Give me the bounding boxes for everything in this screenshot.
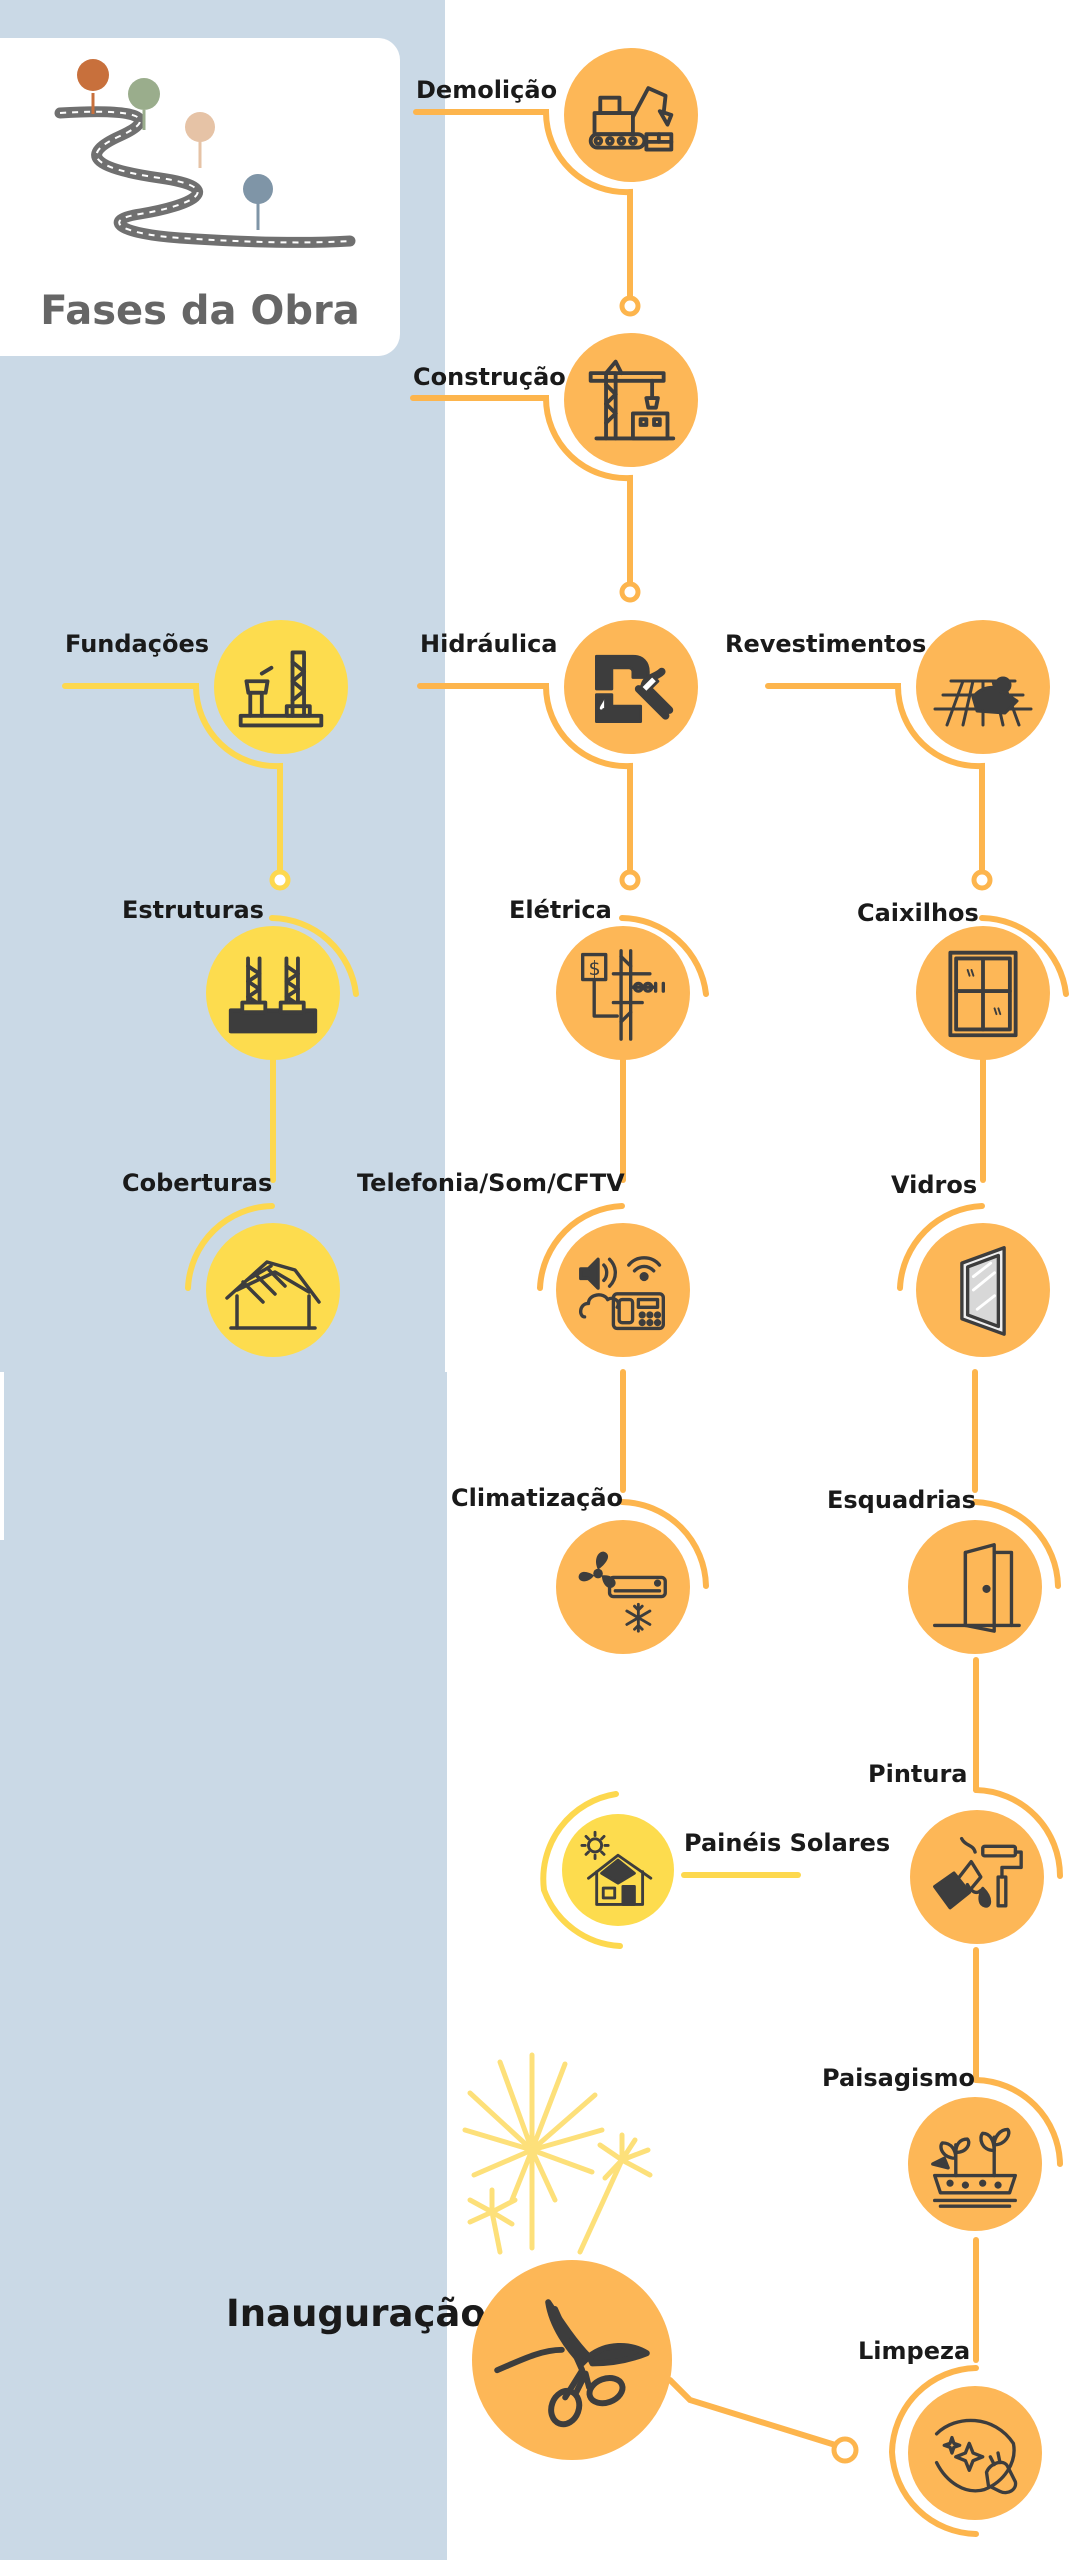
phase-construcao (564, 333, 698, 467)
paint-icon (933, 1836, 1023, 1910)
label-climatizacao: Climatização (451, 1484, 624, 1512)
connector-line (973, 1787, 1063, 1879)
connector-line (888, 2365, 979, 2537)
phase-climatizacao (556, 1520, 690, 1654)
pipe-wrench-icon (595, 654, 674, 723)
connector-line (413, 109, 633, 308)
label-limpeza: Limpeza (858, 2337, 971, 2365)
connector-line (619, 915, 709, 997)
phase-hidraulica (564, 620, 698, 754)
label-hidraulica: Hidráulica (420, 630, 558, 658)
label-eletrica: Elétrica (509, 896, 612, 924)
phase-demolicao (564, 48, 698, 182)
foundation-icon (238, 650, 324, 728)
map-pin-icon (185, 112, 215, 168)
phase-vidros (916, 1223, 1050, 1357)
label-paisagismo: Paisagismo (822, 2064, 976, 2092)
structure-icon (228, 956, 318, 1034)
roof-icon (225, 1260, 321, 1330)
phase-limpeza (908, 2386, 1042, 2520)
diagram-title: Fases da Obra (40, 288, 360, 334)
phase-estruturas (206, 926, 340, 1060)
connector-line (897, 1203, 985, 1291)
glass-pane-icon (960, 1246, 1006, 1336)
connector-node (971, 869, 993, 891)
label-vidros: Vidros (891, 1171, 978, 1199)
label-paineis-solares: Painéis Solares (684, 1829, 891, 1857)
phase-pintura (910, 1810, 1044, 1944)
connector-line (619, 1499, 709, 1589)
connector-line (269, 915, 359, 997)
connector-node (619, 581, 641, 603)
logo-card: Fases da Obra (0, 38, 400, 356)
label-coberturas: Coberturas (122, 1169, 273, 1197)
phase-revestimentos (916, 620, 1050, 754)
map-pin-icon (77, 59, 109, 114)
label-telefonia: Telefonia/Som/CFTV (357, 1169, 625, 1197)
connector-line (979, 915, 1069, 997)
scissors-icon (494, 2299, 650, 2428)
label-pintura: Pintura (868, 1760, 968, 1788)
phase-esquadrias (908, 1520, 1042, 1654)
phase-paineis-solares (562, 1814, 674, 1926)
background-band-strip (0, 1372, 4, 1540)
connector-line (185, 1203, 275, 1291)
phase-caixilhos (916, 926, 1050, 1060)
label-estruturas: Estruturas (122, 896, 264, 924)
phase-coberturas (206, 1223, 340, 1357)
phase-eletrica: $ (556, 926, 690, 1060)
door-icon (933, 1543, 1021, 1633)
label-construcao: Construção (413, 363, 566, 391)
phase-inauguracao (472, 2260, 672, 2460)
phase-paisagismo (908, 2097, 1042, 2231)
connector-line (417, 683, 633, 883)
connector-line (667, 2377, 848, 2451)
label-inauguracao: Inauguração (226, 2292, 486, 2335)
window-frame-icon (948, 950, 1018, 1038)
connector-line (62, 683, 283, 883)
phase-fundacoes (214, 620, 348, 754)
connector-node (269, 869, 291, 891)
solar-house-icon (580, 1830, 653, 1906)
connector-node (831, 2436, 859, 2464)
tiling-icon (933, 676, 1033, 727)
connector-node (619, 295, 641, 317)
connector-line (765, 683, 985, 883)
label-revestimentos: Revestimentos (725, 630, 927, 658)
cleaning-icon (934, 2418, 1018, 2495)
background-band-bottom (0, 1372, 447, 2560)
label-caixilhos: Caixilhos (857, 899, 979, 927)
phase-telefonia (556, 1223, 690, 1357)
winding-road-logo (54, 59, 356, 248)
map-pin-icon (128, 78, 160, 130)
electric-pole-icon: $ (581, 949, 665, 1041)
connector-line (973, 2077, 1063, 2167)
connector-node (619, 869, 641, 891)
svg-text:$: $ (588, 957, 600, 980)
label-esquadrias: Esquadrias (827, 1486, 976, 1514)
connector-line (972, 1499, 1061, 1589)
connector-line (410, 395, 633, 595)
air-conditioner-icon (578, 1551, 667, 1633)
map-pin-icon (243, 174, 273, 230)
plants-icon (931, 2127, 1017, 2208)
crane-icon (588, 359, 676, 441)
excavator-icon (588, 86, 674, 152)
connector-line (540, 1791, 623, 1949)
connector-line (537, 1203, 625, 1291)
telephone-icon (579, 1256, 665, 1331)
label-demolicao: Demolição (416, 76, 558, 104)
label-fundacoes: Fundações (65, 630, 210, 658)
